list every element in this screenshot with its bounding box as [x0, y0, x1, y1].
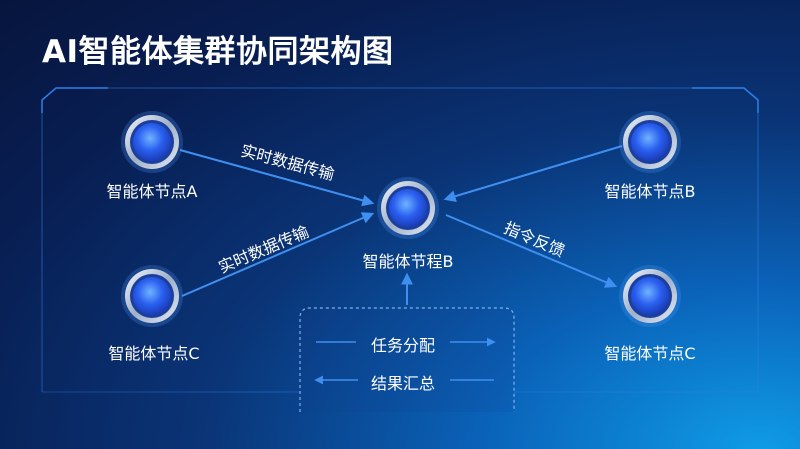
coordination-box-border [299, 307, 515, 412]
node-c-right [619, 265, 681, 327]
outer-frame [41, 87, 759, 393]
node-a-label: 智能体节点A [106, 182, 198, 201]
node-center [377, 177, 439, 239]
node-c-left-core [133, 277, 171, 315]
diagram-title: AI智能体集群协同架构图 [42, 34, 394, 70]
node-center-label: 智能体节程B [362, 252, 454, 271]
result-summary-label: 结果汇总 [371, 374, 436, 393]
connections [179, 145, 623, 305]
node-center-core [389, 189, 427, 227]
task-allocation-label: 任务分配 [371, 336, 436, 355]
edge-a-to-center [179, 149, 375, 207]
node-a-core [133, 123, 171, 161]
edge-center-to-br [445, 214, 618, 288]
frame-corner-top-left [41, 87, 108, 113]
node-c-left [121, 265, 183, 327]
node-b-core [631, 123, 669, 161]
node-b-label: 智能体节点B [604, 182, 696, 201]
node-c-right-label: 智能体节点C [604, 344, 696, 363]
edge-c-to-center [181, 212, 375, 297]
edge-b-to-center [443, 145, 623, 202]
node-b [619, 111, 681, 173]
node-a [121, 111, 183, 173]
node-c-left-label: 智能体节点C [108, 344, 200, 363]
node-c-right-core [631, 277, 669, 315]
frame-corner-top-right [692, 87, 759, 113]
coordination-box [299, 307, 515, 412]
